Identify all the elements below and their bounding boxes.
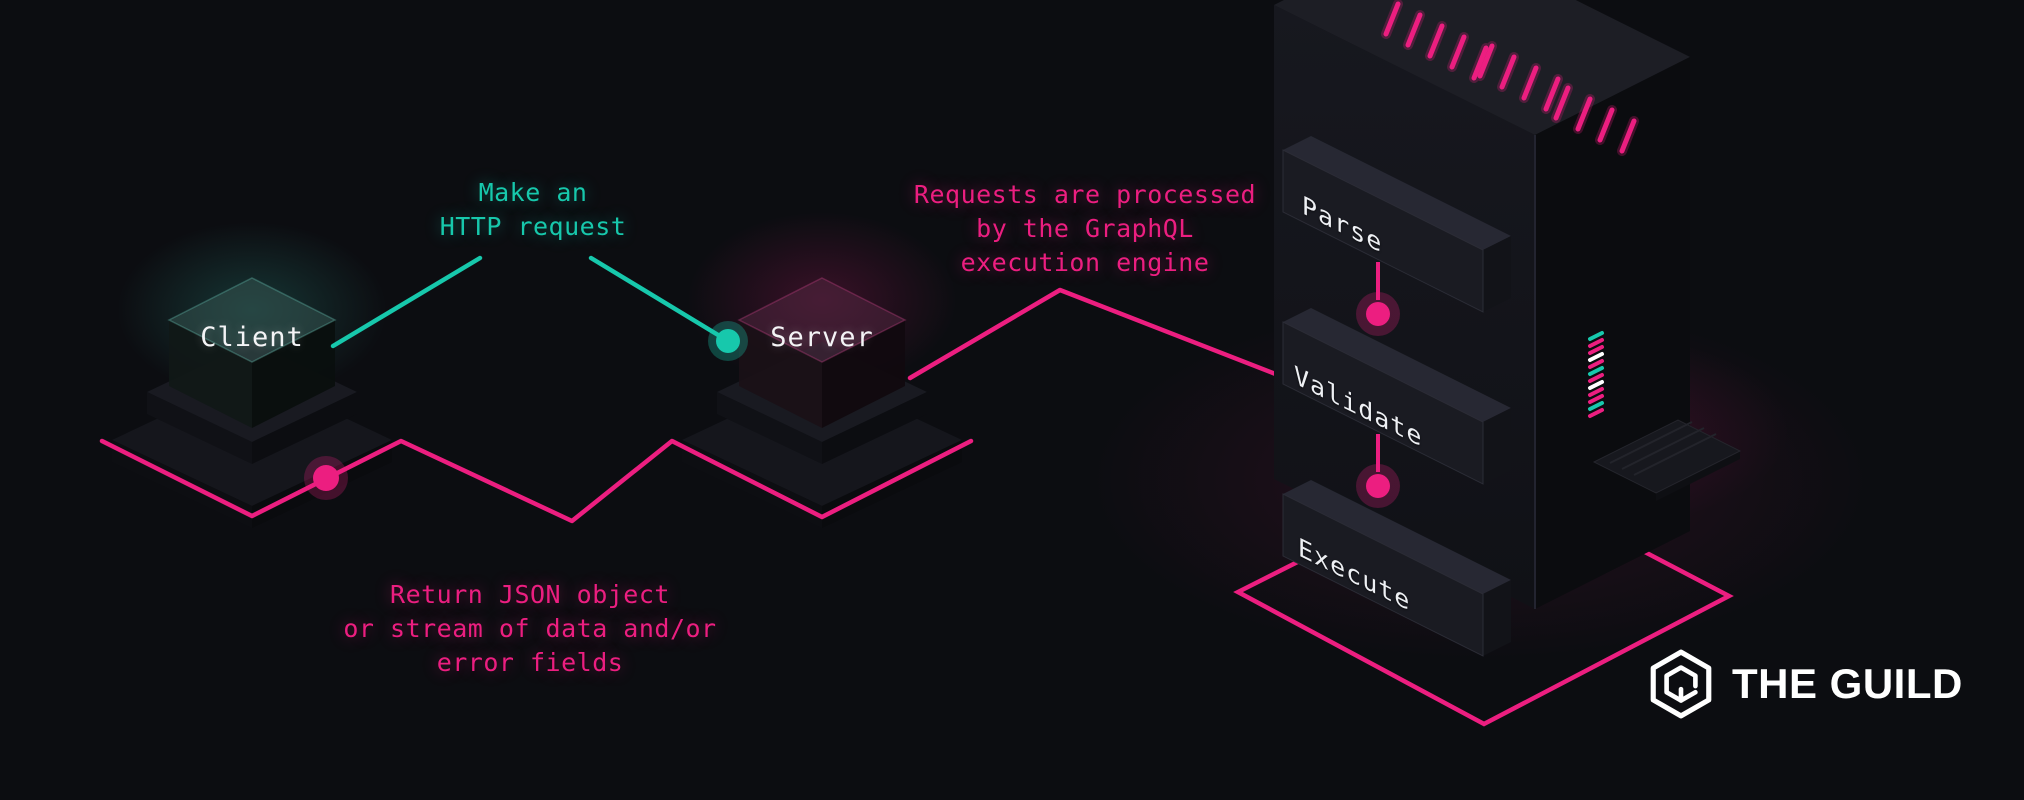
flow-dot-parse-validate xyxy=(1356,262,1400,336)
annotation-line: Return JSON object xyxy=(390,580,670,609)
response-annotation: Return JSON object or stream of data and… xyxy=(320,578,740,680)
engine-annotation: Requests are processed by the GraphQL ex… xyxy=(885,178,1285,280)
annotation-line: Make an xyxy=(478,178,588,207)
the-guild-logo: THE GUILD xyxy=(1645,648,1963,720)
client-node-label: Client xyxy=(200,322,304,353)
engine-connector-line xyxy=(907,287,1281,381)
engine-step-execute-drawer xyxy=(1282,480,1511,657)
annotation-line: execution engine xyxy=(960,248,1210,277)
engine-step-parse-drawer xyxy=(1282,136,1511,313)
http-request-annotation: Make an HTTP request xyxy=(383,176,683,244)
request-path xyxy=(330,255,748,361)
engine-step-validate-drawer xyxy=(1282,308,1511,485)
annotation-line: or stream of data and/or xyxy=(343,614,717,643)
annotation-line: by the GraphQL xyxy=(976,214,1194,243)
annotation-line: error fields xyxy=(436,648,624,677)
flow-dot-validate-execute xyxy=(1356,434,1400,508)
server-node-label: Server xyxy=(770,322,874,353)
engine-tower xyxy=(1274,0,1742,657)
request-dot xyxy=(716,329,740,353)
response-dot xyxy=(313,465,339,491)
response-path xyxy=(99,438,974,524)
keyboard xyxy=(1592,419,1742,501)
tower-top-stripes xyxy=(1381,0,1639,156)
led-strip xyxy=(1588,331,1604,418)
the-guild-logo-text: THE GUILD xyxy=(1732,660,1963,707)
the-guild-hexagon-icon xyxy=(1650,649,1712,719)
server-platform xyxy=(682,277,962,528)
tower-right-face xyxy=(1535,57,1690,609)
annotation-line: HTTP request xyxy=(439,212,627,241)
annotation-line: Requests are processed xyxy=(913,180,1257,209)
